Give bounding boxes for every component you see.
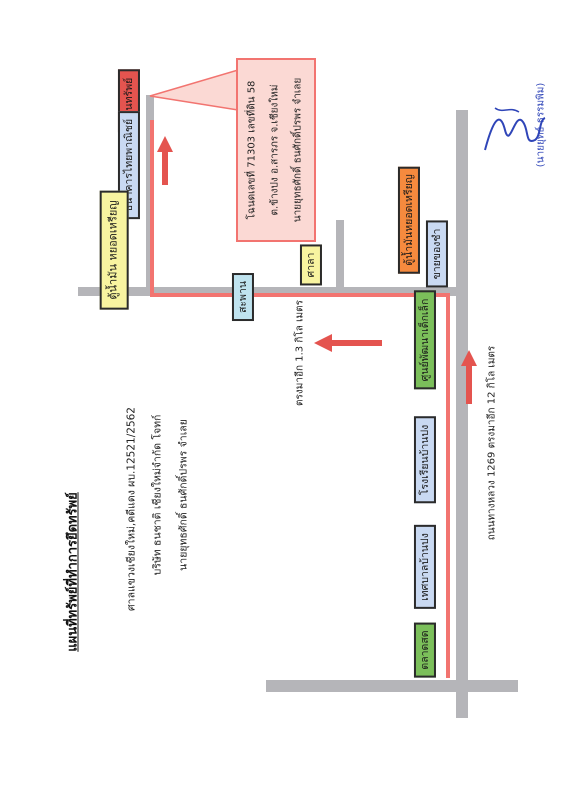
deed-callout: โฉนดเลขที่ 71303 เลขที่ดิน 58 ต.ข้างปง อ… [236,58,316,242]
route-vertical-left [150,120,154,297]
arrow-up-icon-top [157,136,173,185]
highway-note: ถนนทางหลวง 1269 ตรงมาอีก 12 กิโล เมตร [486,345,498,541]
deed-line-3: นายยุทธศักดิ์ ธนศักดิ์ปรพร จำเลย [292,77,304,223]
distance-note: ตรงมาอีก 1.3 กิโล เมตร [294,300,306,406]
signature-name: (นายยุทธ์ ธรรมพิม) [535,82,547,168]
route-horizontal [150,293,450,297]
pavilion-label: ศาลา [299,244,323,286]
bridge-label: สะพาน [231,272,255,322]
municipality-label: เทศบาลบ้านปง [413,525,437,609]
signature-icon [484,107,546,151]
water-dispenser-label: ตู้น้ำมัน หยอดเหรียญ [99,190,129,310]
road-bottom-cross [266,680,518,692]
market-label: ตลาดสด [413,622,437,678]
road-spur [336,220,344,290]
deed-line-1: โฉนดเลขที่ 71303 เลขที่ดิน 58 [246,80,258,220]
deed-line-2: ต.ข้างปง อ.สารภร จ.เชียงใหม่ [269,84,281,216]
arrow-up-icon-bottom [461,350,477,404]
arrow-left-icon [314,334,382,352]
road-horizontal [78,287,466,296]
main-highway [456,110,468,718]
route-highway [446,293,450,678]
vending-label: ตู้น้ำมันหยอดเหรียญ [397,166,421,274]
health-center-label: ศูนย์พัฒนาเด็กเล็ก [413,290,437,390]
school-label: โรงเรียนบ้านปง [413,416,437,504]
grocery-label: ขายของชำ [425,220,449,288]
